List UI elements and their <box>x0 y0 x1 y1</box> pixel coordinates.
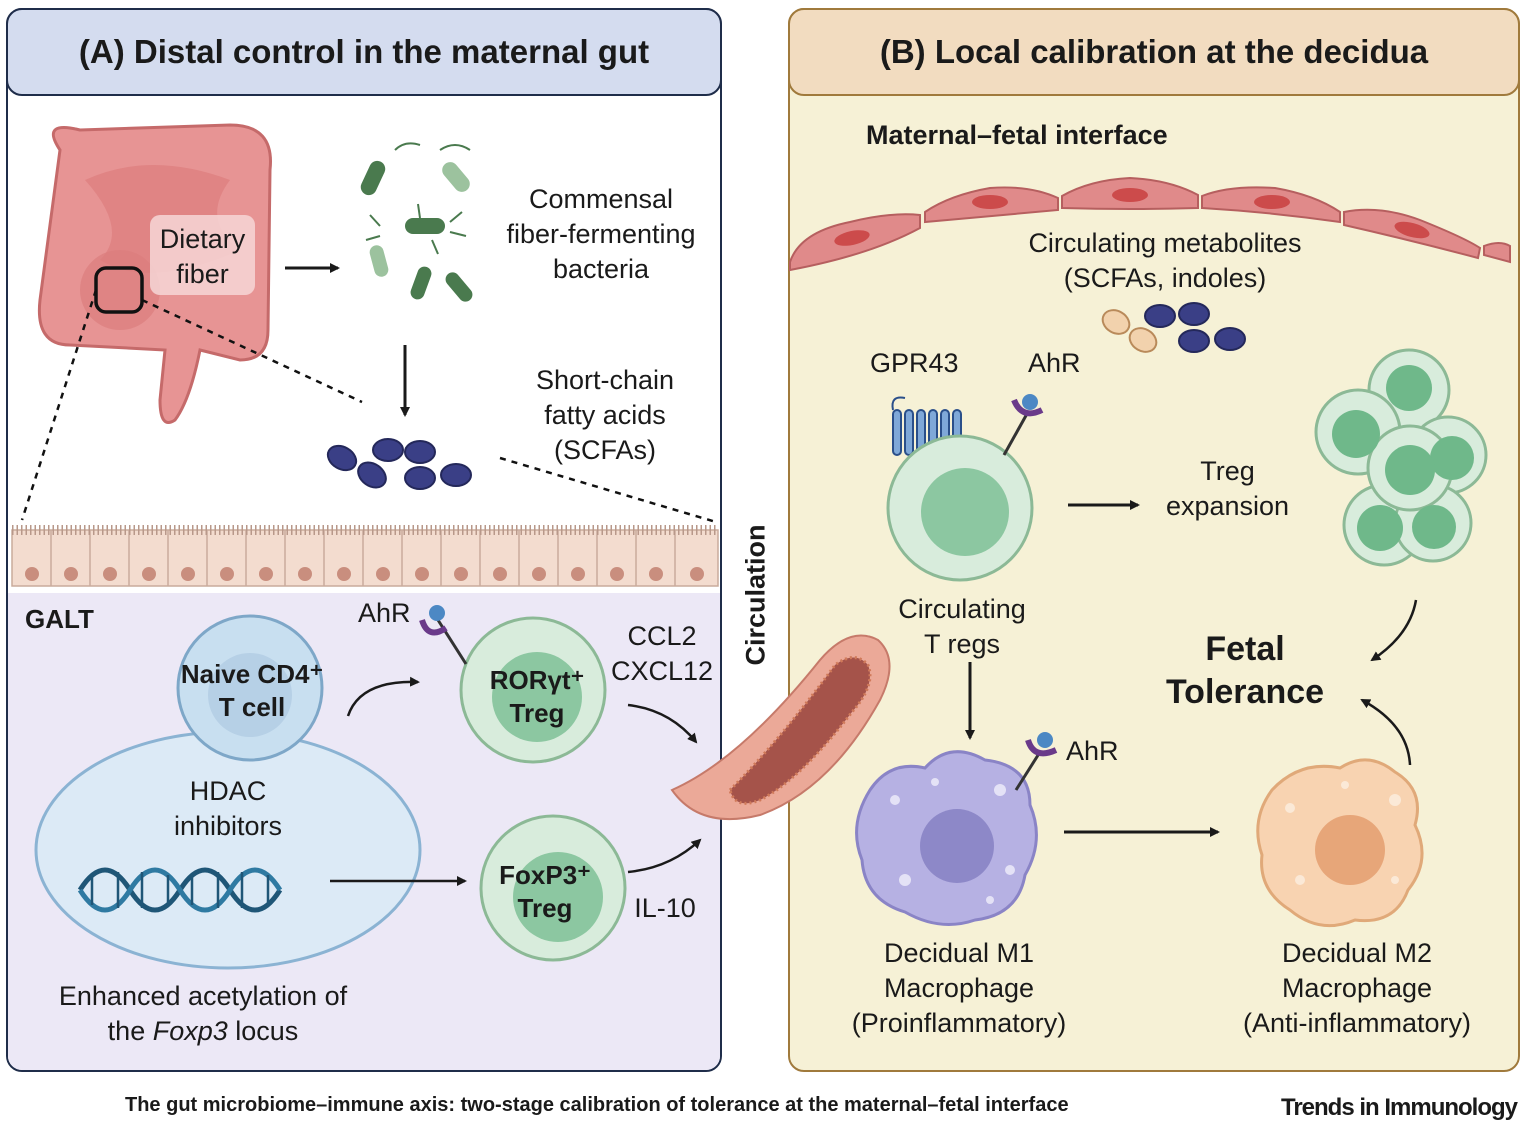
arrow-chemokines <box>627 703 698 744</box>
rorgt-treg-cell-icon <box>459 616 607 764</box>
arrow-naive-to-rorgt <box>346 676 420 717</box>
bacteria-icon <box>360 142 473 302</box>
maternal-fetal-interface-label: Maternal–fetal interface <box>866 120 1168 150</box>
figure-caption: The gut microbiome–immune axis: two-stag… <box>125 1094 1069 1116</box>
endothelial-cell-layer-icon <box>789 176 1511 272</box>
treg-cluster-nuclei <box>1332 365 1474 551</box>
nucleus-region <box>34 730 422 970</box>
zoom-line-circulation <box>499 456 717 524</box>
panel-a-header <box>6 8 722 96</box>
dna-helix-icon <box>77 867 283 913</box>
journal-brand: Trends in Immunology <box>1281 1094 1518 1121</box>
hdac-inhibitors-label: HDAC inhibitors <box>173 776 283 841</box>
m2-macrophage-icon <box>1256 758 1424 928</box>
blood-vessel-icon <box>670 634 891 821</box>
circulating-metabolites-icon <box>1101 302 1246 353</box>
scfa-label: Short-chain fatty acids (SCFAs) <box>535 365 675 465</box>
ahr-label-gut: AhR <box>358 598 411 628</box>
bacteria-label: Commensal fiber-fermenting bacteria <box>506 184 696 284</box>
epithelium-layer-icon <box>11 525 719 587</box>
arrow-m2-to-tolerance <box>1360 698 1412 766</box>
circulation-label: Circulation <box>740 524 771 666</box>
chemokines-label: CCL2 CXCL12 <box>610 621 714 686</box>
arrow-il10 <box>627 838 702 874</box>
scfa-molecules-icon <box>326 438 472 490</box>
m1-macrophage-label: Decidual M1 Macrophage (Proinflammatory) <box>851 938 1067 1038</box>
ahr-receptor-icon <box>1002 394 1044 456</box>
foxp3-treg-cell-icon <box>479 814 627 962</box>
arrow-cluster-to-tolerance <box>1370 599 1418 662</box>
m1-macrophage-icon <box>855 750 1038 926</box>
m2-macrophage-label: Decidual M2 Macrophage (Anti-inflammator… <box>1242 938 1472 1038</box>
rorgt-treg-label: RORγt⁺ Treg <box>489 665 585 728</box>
foxp3-treg-label: FoxP3⁺ Treg <box>499 860 591 923</box>
ahr-receptor-icon <box>1014 732 1058 791</box>
il10-label: IL-10 <box>634 893 696 923</box>
dietary-fiber-label: Dietary fiber <box>159 224 246 289</box>
fetal-tolerance-label: Fetal Tolerance <box>1165 630 1325 711</box>
acetylation-label: Enhanced acetylation of the Foxp3 locus <box>58 981 348 1046</box>
gpr43-label: GPR43 <box>870 348 959 378</box>
treg-expansion-label: Treg expansion <box>1165 456 1290 521</box>
ahr-label-macrophage: AhR <box>1066 736 1119 766</box>
circulating-treg-cell-icon <box>886 434 1034 582</box>
panel-b-header <box>788 8 1520 96</box>
ahr-receptor-icon <box>419 605 468 665</box>
panel-b-title: (B) Local calibration at the decidua <box>879 33 1429 70</box>
ahr-label-treg: AhR <box>1028 348 1081 378</box>
naive-cd4-cell-icon <box>176 614 324 762</box>
galt-label: GALT <box>25 604 94 634</box>
panel-a-title: (A) Distal control in the maternal gut <box>78 33 650 70</box>
intestine-icon <box>37 123 272 424</box>
naive-cd4-cell-label: Naive CD4⁺ T cell <box>180 659 324 722</box>
circulating-metabolites-label: Circulating metabolites (SCFAs, indoles) <box>1028 228 1302 293</box>
zoom-line-right <box>141 298 363 404</box>
zoom-line-left <box>20 289 98 521</box>
circulating-tregs-label: Circulating T regs <box>898 594 1026 659</box>
